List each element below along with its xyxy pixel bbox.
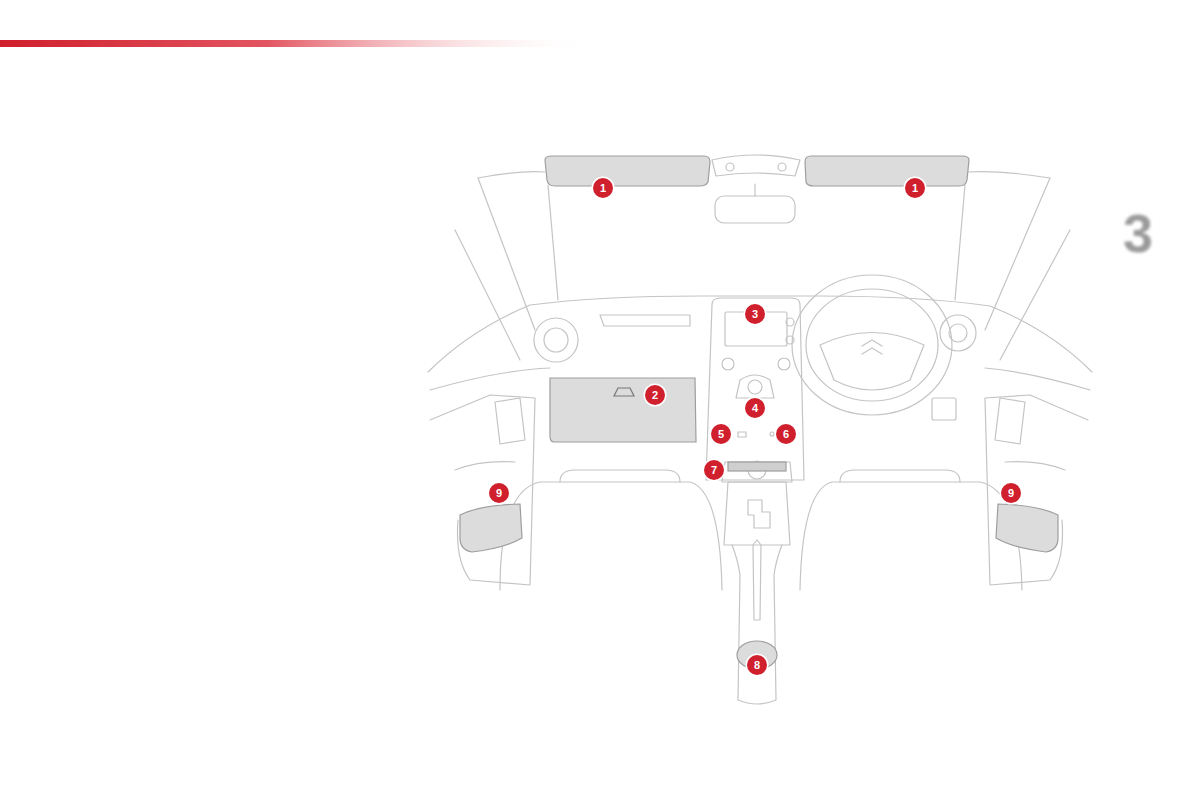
chapter-number: 3 [1123,206,1153,260]
callout-number: 3 [745,304,765,324]
drawing-line [500,482,722,590]
front-tray [728,462,786,471]
callout-number: 1 [593,178,613,198]
drawing-line [932,398,956,420]
drawing-line [478,172,545,178]
drawing-line [600,315,690,326]
drawing-line [800,482,1022,590]
drawing-line [712,155,800,176]
drawing-line [985,395,1088,585]
drawing-line [968,172,1050,178]
drawing-line [560,470,680,482]
drawing-line [732,545,782,704]
drawing-line [1005,462,1065,470]
drawing-line [478,178,535,330]
drawing-line [806,289,938,401]
callout-number: 2 [645,385,665,405]
drawing-line [430,368,550,390]
sun-visor [545,156,710,186]
drawing-line [548,185,558,300]
glovebox-handle [614,388,634,396]
drawing-line [753,540,761,620]
drawing-line [738,432,746,437]
drawing-line [706,298,804,480]
door-pocket [460,504,522,552]
drawing-line [1000,230,1070,360]
drawing-line [985,368,1090,390]
callout-number: 9 [489,483,509,503]
drawing-line [455,462,515,470]
drawing-line [778,358,790,370]
drawing-line [995,398,1025,444]
drawing-line [726,163,734,171]
sun-visor [805,156,969,186]
callout-number: 9 [1001,483,1021,503]
callout-number: 1 [905,178,925,198]
drawing-line [955,185,965,300]
glovebox [550,378,696,442]
callout-number: 4 [745,398,765,418]
drawing-line [754,184,755,196]
drawing-line [820,333,924,391]
drawing-line [722,358,734,370]
drawing-line [778,163,786,171]
drawing-line [985,178,1050,330]
drawing-line [792,275,952,415]
callout-number: 6 [776,424,796,444]
drawing-line [736,375,774,398]
drawing-line [430,395,535,585]
drawing-line [786,318,794,326]
drawing-line [724,482,790,545]
drawing-line [495,398,525,444]
callout-number: 5 [711,424,731,444]
drawing-line [840,470,960,482]
drawing-line [862,340,882,354]
drawing-line [534,318,578,362]
drawing-line [544,328,568,352]
drawing-line [770,432,774,436]
line-art [428,155,1092,704]
drawing-line [428,296,1092,372]
callout-number: 8 [747,655,767,675]
drawing-line [940,315,976,351]
drawing-line [722,462,792,482]
callout-number: 7 [704,460,724,480]
drawing-line [715,196,795,223]
header-bar [0,40,595,47]
door-pocket [996,504,1058,552]
storage-areas [460,156,1058,669]
drawing-line [748,500,770,528]
drawing-line [748,380,762,394]
